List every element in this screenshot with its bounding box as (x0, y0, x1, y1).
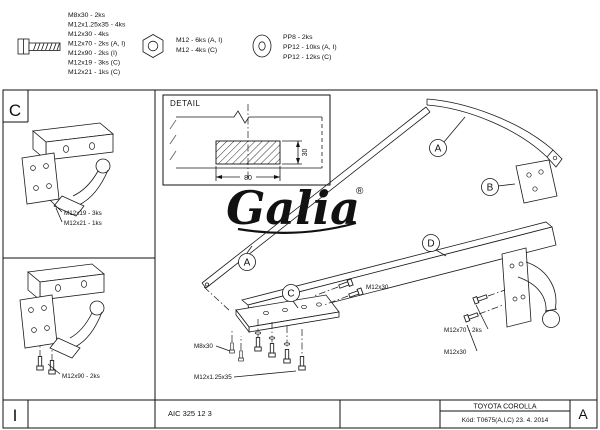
label-m12x21: M12x21 - 1ks (64, 220, 102, 227)
legend-washer-line-3: PP12 - 12ks (C) (283, 54, 331, 61)
callout-d-letter: D (427, 239, 434, 250)
nut-icon (142, 34, 164, 58)
curved-side-bracket (426, 98, 563, 168)
legend-washer-line-2: PP12 - 10ks (A, I) (283, 44, 337, 51)
legend-nut-line-2: M12 - 4ks (C) (176, 47, 217, 54)
plate-c-bolts (229, 319, 306, 371)
legend-bolt-line-6: M12x19 - 3ks (C) (68, 60, 120, 67)
callout-b: B (481, 178, 516, 196)
dim-width: 80 (244, 175, 252, 182)
view-i-fixed-towball: M12x90 - 2ks (19, 263, 105, 380)
detail-view: DETAIL 80 30 (162, 94, 331, 186)
washer-icon (252, 34, 272, 58)
dim-height: 30 (302, 149, 309, 157)
assembly-view: M12x30 M8x30 M12x1.25x35 M12x70 - 2ks M1… (194, 98, 563, 381)
sheet-frame (2, 89, 598, 429)
registered-mark: ® (356, 186, 364, 197)
beam-bolts (313, 278, 364, 306)
legend-bolt-line-3: M12x30 - 4ks (68, 31, 109, 38)
side-plate-c (235, 294, 340, 334)
logo-text: Galia (226, 181, 360, 235)
title-block: AIC 325 12 3 TOYOTA COROLLA Kód: T0675(A… (168, 404, 549, 425)
label-m12x90: M12x90 - 2ks (62, 373, 100, 380)
label-m12x1-25x35: M12x1.25x35 (194, 374, 232, 381)
label-m12x19: M12x19 - 3ks (64, 210, 102, 217)
code-and-date: Kód: T0675(A,I,C) 23. 4. 2014 (462, 417, 549, 424)
callout-c-letter: C (287, 289, 294, 300)
callout-a-strut: A (238, 245, 256, 271)
legend-bolt-line-2: M12x1.25x35 - 4ks (68, 22, 126, 29)
vehicle-name: TOYOTA COROLLA (473, 404, 536, 411)
callout-a-top: A (429, 116, 466, 157)
callout-b-letter: B (487, 183, 494, 194)
legend-washer-line-1: PP8 - 2ks (283, 34, 313, 41)
bolt-icon (17, 38, 61, 55)
detail-title: DETAIL (170, 99, 200, 108)
galia-logo: Galia ® (226, 181, 364, 235)
callout-d: D (422, 234, 447, 257)
drawing-number: AIC 325 12 3 (168, 409, 212, 418)
legend-nut-line-1: M12 - 6ks (A, I) (176, 37, 222, 44)
logo-underline (237, 221, 357, 234)
towball-i (89, 300, 105, 316)
towball (542, 310, 560, 328)
zone-letter-i: I (13, 406, 18, 425)
towball-assembly (501, 247, 560, 328)
beam-cross-section (215, 140, 281, 165)
legend-bolt-line-5: M12x90 - 2ks (I) (68, 50, 117, 57)
label-m12x70: M12x70 - 2ks (444, 327, 482, 334)
label-m8x30: M8x30 (194, 343, 213, 350)
label-m12x30-right: M12x30 (444, 349, 467, 356)
towball-c (95, 158, 111, 174)
legend-bolt-line-4: M12x70 - 2ks (A, I) (68, 41, 125, 48)
legend-bolt-line-1: M8x30 - 2ks (68, 12, 106, 19)
zone-letter-c: C (9, 101, 21, 120)
revision-letter: A (578, 406, 588, 422)
view-c-detachable-towball: M12x19 - 3ks M12x21 - 1ks (21, 122, 114, 227)
callout-a-top-letter: A (435, 144, 442, 155)
parts-legend: M8x30 - 2ks M12x1.25x35 - 4ks M12x30 - 4… (17, 12, 337, 76)
label-beam-bolts: M12x30 (366, 284, 389, 291)
bracket-plate-b (515, 159, 558, 204)
legend-bolt-line-7: M12x21 - 1ks (C) (68, 69, 120, 76)
callout-a-strut-letter: A (244, 258, 251, 269)
callout-c: C (282, 284, 300, 309)
